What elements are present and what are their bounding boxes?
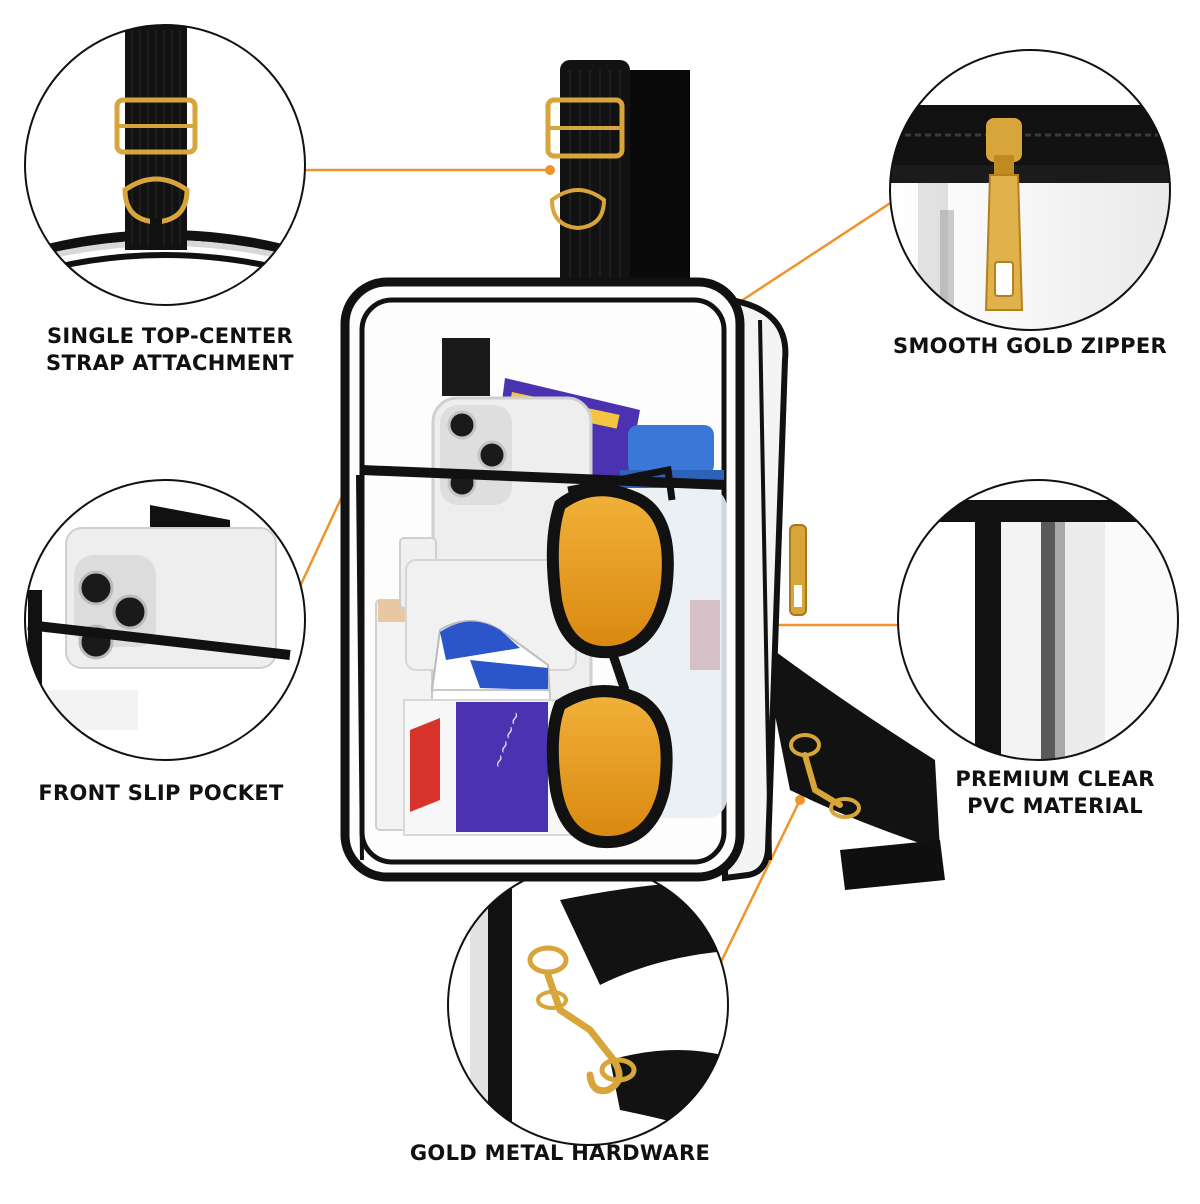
front-pocket-trim xyxy=(361,465,727,490)
callout-label-pvc-material: PREMIUM CLEAR PVC MATERIAL xyxy=(935,766,1175,820)
callout-label-gold-zipper: SMOOTH GOLD ZIPPER xyxy=(885,333,1175,360)
callout-label-pvc-line1: PREMIUM CLEAR xyxy=(955,767,1155,791)
callout-label-strap-attachment: SINGLE TOP-CENTER STRAP ATTACHMENT xyxy=(40,323,300,377)
callout-label-hardware-text: GOLD METAL HARDWARE xyxy=(409,1141,711,1165)
connector-strap-dot xyxy=(545,165,555,175)
zipper-pull-closeup xyxy=(889,49,1171,331)
side-strap xyxy=(760,640,945,890)
strap-adjuster-closeup xyxy=(24,24,306,306)
callout-label-gold-hardware: GOLD METAL HARDWARE xyxy=(375,1140,745,1167)
callout-label-zipper-text: SMOOTH GOLD ZIPPER xyxy=(893,334,1167,358)
top-strap xyxy=(545,60,690,310)
callout-label-strap-line1: SINGLE TOP-CENTER xyxy=(47,324,293,348)
callout-label-strap-line2: STRAP ATTACHMENT xyxy=(46,351,294,375)
snap-hook-closeup xyxy=(447,864,729,1146)
tissue-pack: ~~~~ xyxy=(403,699,575,836)
callout-label-pvc-line2: PVC MATERIAL xyxy=(967,794,1143,818)
front-pocket-closeup xyxy=(24,479,306,761)
callout-label-front-pocket: FRONT SLIP POCKET xyxy=(30,780,292,807)
callout-label-pocket-text: FRONT SLIP POCKET xyxy=(38,781,284,805)
clear-pvc-closeup xyxy=(897,479,1179,761)
sunglasses xyxy=(546,465,676,849)
connector-hardware-dot xyxy=(795,795,805,805)
connector-zipper xyxy=(731,198,896,309)
clear-sling-bag: ~~~~ xyxy=(340,60,945,890)
